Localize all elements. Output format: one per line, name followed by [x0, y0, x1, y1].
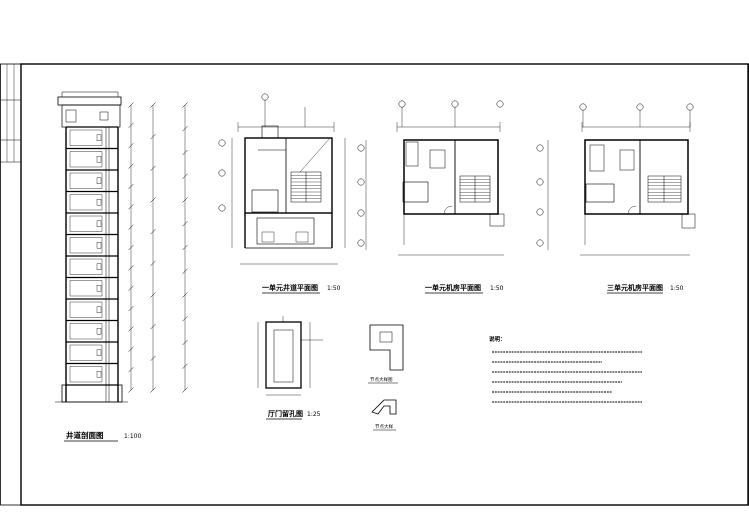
notes-heading: 说明： — [489, 335, 506, 343]
hall-door-detail-scale: 1:25 — [307, 411, 321, 418]
shaft-section-drawing — [55, 91, 128, 403]
node-detail-b-title: 节点大样 — [375, 423, 393, 430]
landing-door-opening — [69, 237, 103, 254]
shaft-floor-slabs — [66, 126, 118, 386]
dimension-tick — [182, 292, 188, 298]
dimension-tick — [182, 126, 188, 132]
unit3-machine-axis-bubbles — [536, 103, 694, 247]
landing-door-opening — [69, 301, 103, 318]
dimension-tick — [182, 387, 188, 393]
unit1-machine-plan-title: 一单元机房平面图 — [425, 283, 481, 292]
shaft-section-scale: 1:100 — [124, 433, 141, 440]
landing-door-opening — [69, 366, 103, 383]
unit1-machine-plan-scale: 1:50 — [490, 285, 504, 292]
landing-door-opening — [69, 151, 103, 168]
unit1-pit-stair-treads — [291, 175, 321, 199]
dimension-tick — [128, 143, 134, 149]
unit3-machine-plan-drawing — [547, 107, 696, 256]
call-button-box — [96, 199, 102, 206]
dimension-tick — [128, 265, 134, 271]
dimension-tick — [150, 228, 156, 235]
dimension-tick — [182, 197, 188, 203]
dimension-tick — [150, 197, 156, 203]
dimension-tick — [182, 244, 188, 251]
dimension-tick — [182, 268, 188, 274]
dimension-tick — [128, 183, 134, 190]
hall-door-detail-drawing — [257, 316, 323, 396]
dimension-tick — [150, 292, 156, 298]
dimension-tick — [128, 346, 134, 352]
dimension-tick — [150, 260, 156, 267]
landing-door-opening — [69, 323, 103, 340]
landing-door-opening — [69, 172, 103, 189]
unit1-pit-plan-title: 一单元井道平面图 — [262, 283, 318, 292]
node-detail-a-drawing — [369, 324, 404, 371]
landing-door-opening — [69, 280, 103, 297]
landing-door-opening — [69, 344, 103, 361]
dimension-tick — [128, 326, 134, 332]
unit3-machine-plan-scale: 1:50 — [670, 285, 684, 292]
unit3-machine-plan-title: 三单元机房平面图 — [607, 283, 663, 292]
landing-door-opening — [69, 194, 103, 211]
dimension-tick — [128, 387, 134, 393]
dimension-tick — [150, 165, 156, 172]
dimension-tick — [128, 305, 134, 312]
dimension-tick — [128, 224, 134, 230]
dimension-tick — [128, 163, 134, 169]
dimension-tick — [150, 102, 156, 108]
call-button-box — [96, 134, 102, 141]
hall-door-detail-title: 厅门留孔图 — [268, 409, 303, 418]
dimension-tick — [182, 173, 188, 179]
dimension-tick — [182, 102, 188, 108]
call-button-box — [96, 328, 102, 335]
dimension-tick — [128, 366, 134, 373]
dimension-tick — [182, 316, 188, 322]
dimension-tick — [128, 244, 134, 251]
dimension-tick — [150, 323, 156, 330]
call-button-box — [96, 306, 102, 313]
landing-door-opening — [69, 215, 103, 232]
call-button-box — [96, 263, 102, 270]
unit1-pit-plan-scale: 1:50 — [327, 285, 341, 292]
dimension-tick — [128, 204, 134, 210]
dimension-tick — [150, 355, 156, 362]
general-notes-block — [492, 351, 642, 403]
unit1-machine-axis-bubbles — [357, 100, 504, 247]
dimension-tick — [128, 285, 134, 291]
unit3-machine-stair-treads — [648, 179, 681, 199]
dimension-tick — [182, 363, 188, 369]
call-button-box — [96, 156, 102, 163]
shaft-dimension-ticks — [128, 102, 188, 393]
shaft-section-title: 井道剖面图 — [66, 430, 104, 440]
dimension-tick — [128, 122, 134, 129]
dimension-tick — [182, 339, 188, 346]
landing-door-opening — [69, 258, 103, 275]
call-button-box — [96, 285, 102, 292]
dimension-tick — [182, 149, 188, 156]
call-button-box — [96, 349, 102, 356]
dimension-tick — [150, 133, 156, 140]
unit1-pit-plan-drawing — [231, 97, 346, 265]
call-button-box — [96, 220, 102, 227]
call-button-box — [96, 242, 102, 249]
unit1-pit-axis-bubbles — [218, 93, 269, 212]
call-button-box — [96, 177, 102, 184]
call-button-box — [96, 371, 102, 378]
landing-door-opening — [69, 129, 103, 146]
node-detail-b-drawing — [371, 399, 397, 415]
unit1-machine-stair-treads — [460, 179, 490, 199]
node-detail-a-title: 节点大样图 — [370, 376, 393, 383]
dimension-tick — [182, 221, 188, 227]
dimension-tick — [150, 387, 156, 393]
dimension-tick — [128, 102, 134, 108]
